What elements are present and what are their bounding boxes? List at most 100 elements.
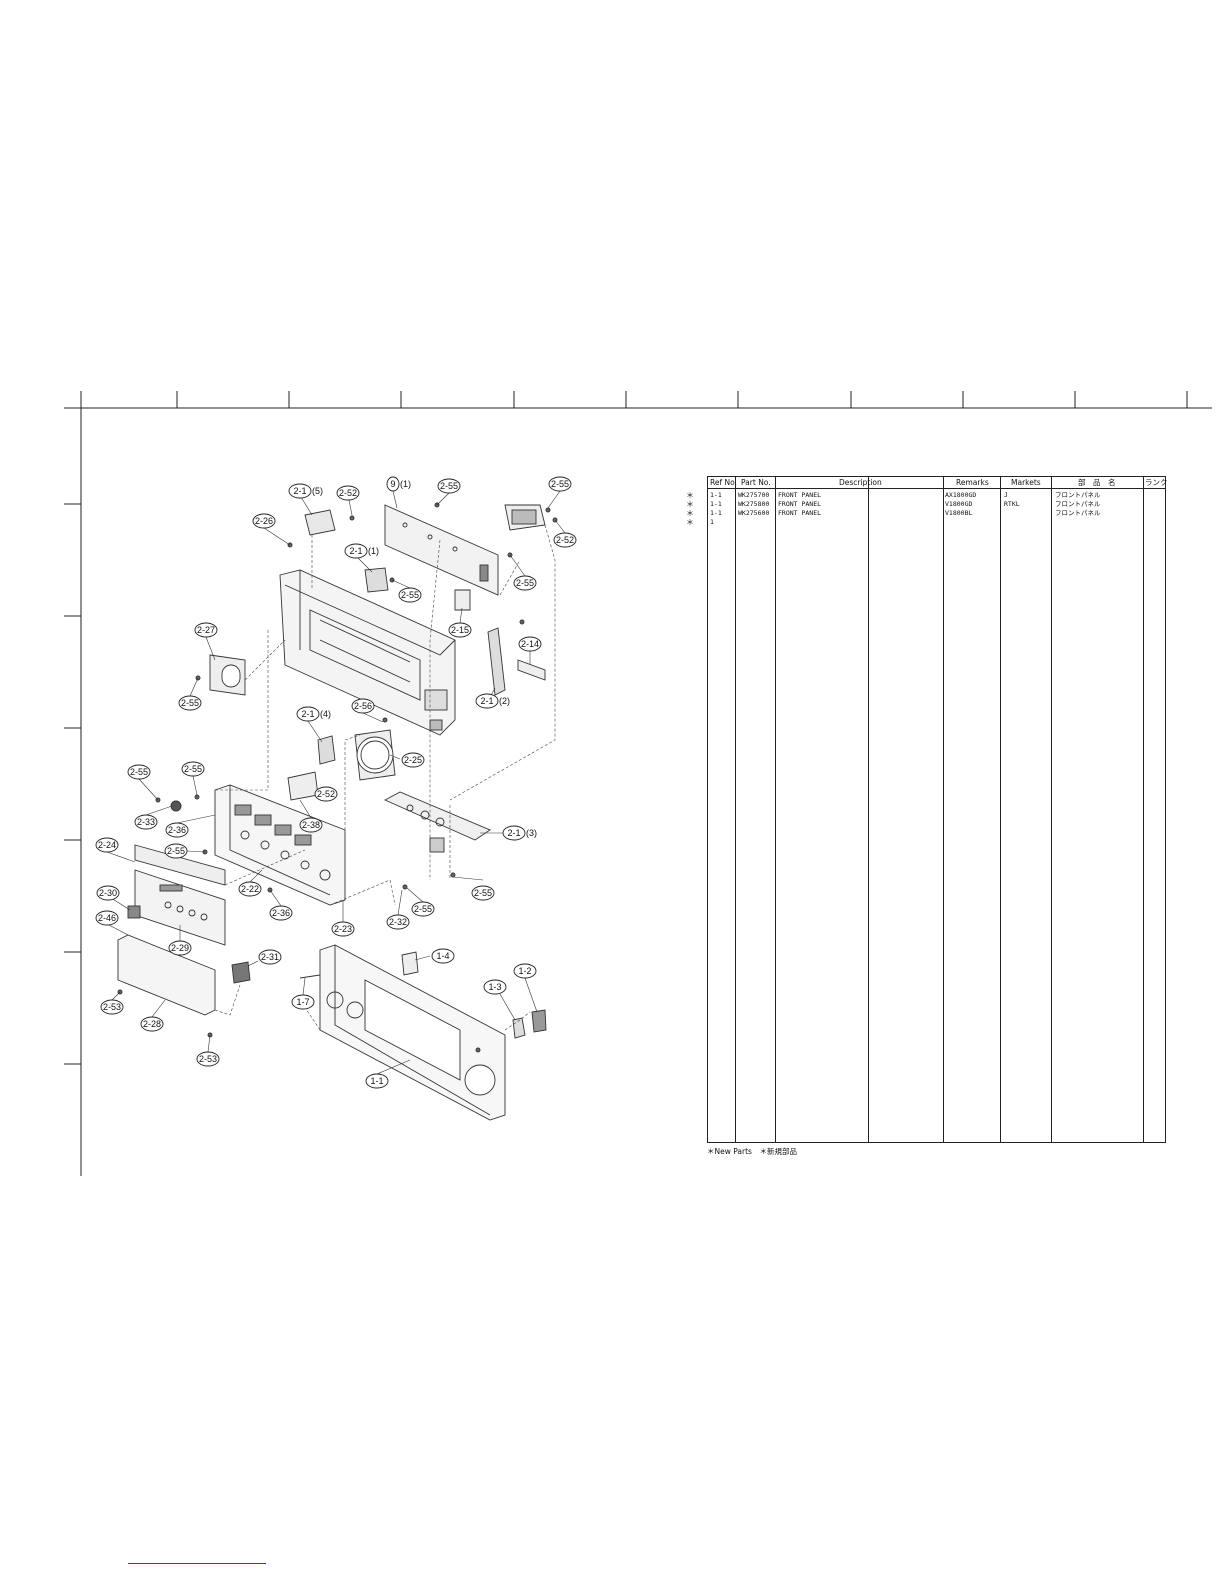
bracket-2-1-1: [364, 567, 389, 593]
callout-label: 2-22: [240, 884, 259, 894]
callout-label: 2-33: [136, 817, 155, 827]
table-row: 1-1 WK275800 FRONT PANEL V1800GD RTKL フロ…: [708, 500, 1165, 509]
callout-label: 2-55: [180, 698, 199, 708]
front-panel-1-1: [319, 944, 506, 1121]
callout-label: 2-55: [439, 481, 458, 491]
footer-link-underline[interactable]: [128, 1563, 266, 1564]
bracket-2-27: [209, 654, 246, 696]
leader-lines: [106, 490, 566, 1075]
row-description: FRONT PANEL: [778, 491, 822, 499]
row-jp-name: フロントパネル: [1055, 500, 1101, 508]
part-1-3: [512, 1017, 526, 1039]
header-description: Description: [839, 478, 882, 487]
callout-label: 2-55: [166, 846, 185, 856]
callout-label: 1-4: [436, 951, 450, 961]
part-1-2: [531, 1009, 547, 1033]
callout-label: 2-23: [333, 924, 352, 934]
callout-label: 2-53: [198, 1054, 217, 1064]
row-description: FRONT PANEL: [778, 509, 822, 517]
top-panel: [384, 504, 499, 596]
callout-label: 2-27: [196, 625, 215, 635]
row-ref: 1-1: [710, 491, 722, 499]
callout-bubbles: [95, 476, 577, 1089]
callout-label: 2-29: [170, 943, 189, 953]
callout-quantity: (1): [400, 479, 411, 489]
knob-2-31: [231, 961, 251, 984]
row-ref: 1-1: [710, 500, 722, 508]
callout-label: 2-1: [480, 696, 494, 706]
new-part-mark: ＊: [686, 509, 694, 518]
callout-label: 2-56: [353, 701, 372, 711]
callout-label: 2-24: [97, 840, 116, 850]
assembly-lines: [214, 524, 556, 1031]
callout-label: 9: [390, 479, 396, 489]
row-jp-name: フロントパネル: [1055, 491, 1101, 499]
row-remarks: V1800GD: [945, 500, 973, 508]
callout-label: 1-2: [518, 966, 532, 976]
bracket-2-1-4: [317, 735, 336, 765]
callout-label: 2-52: [338, 488, 357, 498]
switch-2-30: [127, 905, 141, 919]
part-1-4: [401, 951, 419, 976]
callout-label: 2-15: [450, 625, 469, 635]
callout-label: 2-1: [349, 546, 363, 556]
ring-2-25: [354, 729, 396, 781]
callout-label: 2-55: [515, 578, 534, 588]
callout-label: 2-53: [102, 1002, 121, 1012]
callout-label: 2-52: [555, 535, 574, 545]
row-part-no: WK275700: [738, 491, 770, 499]
header-jp-name: 部 品 名: [1078, 478, 1116, 487]
callout-label: 2-55: [129, 767, 148, 777]
right-bracket: [504, 504, 546, 531]
row-remarks: V1800BL: [945, 509, 973, 517]
table-row: 1: [708, 518, 1165, 527]
callout-label: 2-38: [301, 820, 320, 830]
row-part-no: WK275800: [738, 500, 770, 508]
callout-label: 2-55: [413, 904, 432, 914]
callout-label: 2-31: [260, 952, 279, 962]
header-markets: Markets: [1011, 478, 1041, 487]
parts-list-header: Ref No. Part No. Description Remarks Mar…: [708, 477, 1168, 489]
row-part-no: WK275600: [738, 509, 770, 517]
pcb-2-1-2: [487, 627, 506, 696]
table-row: 1-1 WK275700 FRONT PANEL AX1800GD J フロント…: [708, 491, 1165, 500]
exploded-view: [117, 502, 558, 1121]
front-sub-panel: [214, 784, 346, 906]
row-market: RTKL: [1004, 500, 1020, 508]
callout-quantity: (1): [368, 546, 379, 556]
bracket-2-1-5: [304, 509, 336, 536]
callout-label: 2-55: [550, 479, 569, 489]
callout-label: 2-55: [183, 764, 202, 774]
callout-label: 1-1: [370, 1076, 384, 1086]
new-part-mark: ＊: [686, 518, 694, 527]
callout-label: 1-3: [488, 982, 502, 992]
callout-quantity: (5): [312, 486, 323, 496]
callout-label: 2-1: [507, 828, 521, 838]
table-row: 1-1 WK275600 FRONT PANEL V1800BL フロントパネル: [708, 509, 1165, 518]
parts-list-table: Ref No. Part No. Description Remarks Mar…: [707, 476, 1168, 1143]
row-market: J: [1004, 491, 1008, 499]
header-rank: ランク: [1145, 478, 1168, 487]
new-part-mark: ＊: [686, 500, 694, 509]
callout-quantity: (3): [526, 828, 537, 838]
row-ref: 1-1: [710, 509, 722, 517]
callout-label: 2-1: [293, 486, 307, 496]
callout-label: 2-55: [473, 888, 492, 898]
callout-label: 2-52: [316, 789, 335, 799]
header-ref-no: Ref No.: [710, 478, 737, 487]
pcb-2-1-3: [383, 791, 491, 853]
callout-label: 2-14: [520, 639, 539, 649]
callout-label: 2-36: [167, 825, 186, 835]
chassis-frame: [279, 569, 456, 736]
row-jp-name: フロントパネル: [1055, 509, 1101, 517]
callout-quantity: (2): [499, 696, 510, 706]
callout-label: 2-28: [142, 1019, 161, 1029]
panel-2-29: [134, 869, 226, 946]
row-ref: 1: [710, 518, 714, 526]
callout-quantity: (4): [320, 709, 331, 719]
callout-label: 2-25: [403, 755, 422, 765]
callout-label: 1-7: [296, 997, 310, 1007]
callout-label: 2-55: [400, 590, 419, 600]
ribbon-2-14: [517, 659, 546, 681]
